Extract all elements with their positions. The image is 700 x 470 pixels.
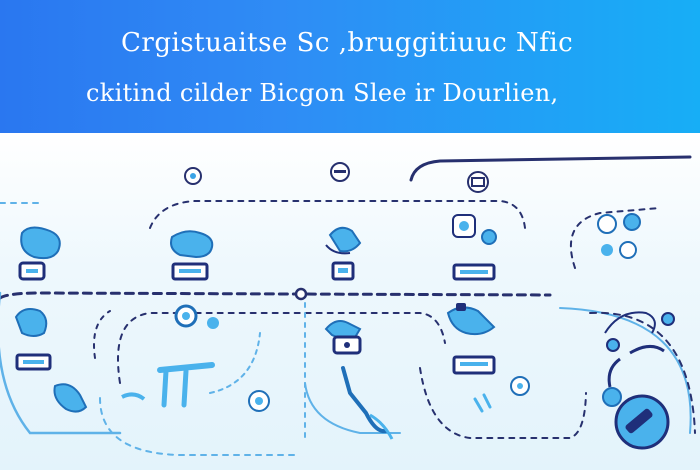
connector-right-light [559, 307, 692, 434]
bowl-icon [510, 376, 530, 396]
screen-card-icon [18, 261, 46, 281]
connector-top-dark [409, 155, 692, 182]
robot-icon [604, 311, 675, 355]
connector-dashed-top [149, 200, 526, 229]
fish-icon [446, 303, 496, 336]
chat-bubble-icon [20, 226, 61, 260]
mouse-icon [325, 226, 362, 255]
connector-bottom-right [419, 367, 587, 439]
box-icon [467, 171, 489, 193]
minus-badge-icon [330, 162, 350, 182]
connector-left-bend [0, 291, 122, 435]
tag-icon [174, 304, 219, 329]
smiley-icon [248, 390, 270, 412]
connector-mid-right [304, 382, 401, 434]
watch-icon [597, 213, 641, 259]
flow-diagram [0, 155, 696, 456]
status-dot-icon [184, 167, 202, 185]
connector-lower-left [93, 310, 111, 359]
gadget-icon [121, 362, 215, 408]
connector-right-dark [589, 311, 696, 434]
screen-card-icon [15, 353, 52, 371]
connector-bottom-left [99, 397, 301, 456]
screen-card-icon [452, 263, 496, 281]
keyboard-icon [473, 393, 492, 413]
connector-lines [0, 155, 696, 456]
cap-icon [14, 308, 48, 337]
button-icon [614, 394, 670, 450]
rocket-icon [341, 366, 394, 440]
connector-node [294, 287, 308, 301]
connector-middle-dark [0, 291, 552, 300]
cloud-icon [170, 230, 214, 259]
lock-icon [332, 335, 362, 355]
header-title-line2: ckitind cilder Bicgon Slee ir Dourlien, [86, 79, 559, 107]
connector-dashed-right [570, 207, 661, 269]
screen-card-icon [331, 261, 355, 281]
header-banner: Crgistuaitse Sc ,bruggitiuuc Nfic ckitin… [0, 0, 700, 133]
scooter-icon [602, 357, 622, 407]
screen-card-icon [171, 262, 209, 281]
header-title-line1: Crgistuaitse Sc ,bruggitiuuc Nfic [121, 28, 574, 58]
shoe-icon [53, 383, 88, 413]
connector-mid-left-curve [209, 332, 261, 394]
bag-icon [452, 214, 497, 245]
screen-card-icon [452, 355, 496, 375]
